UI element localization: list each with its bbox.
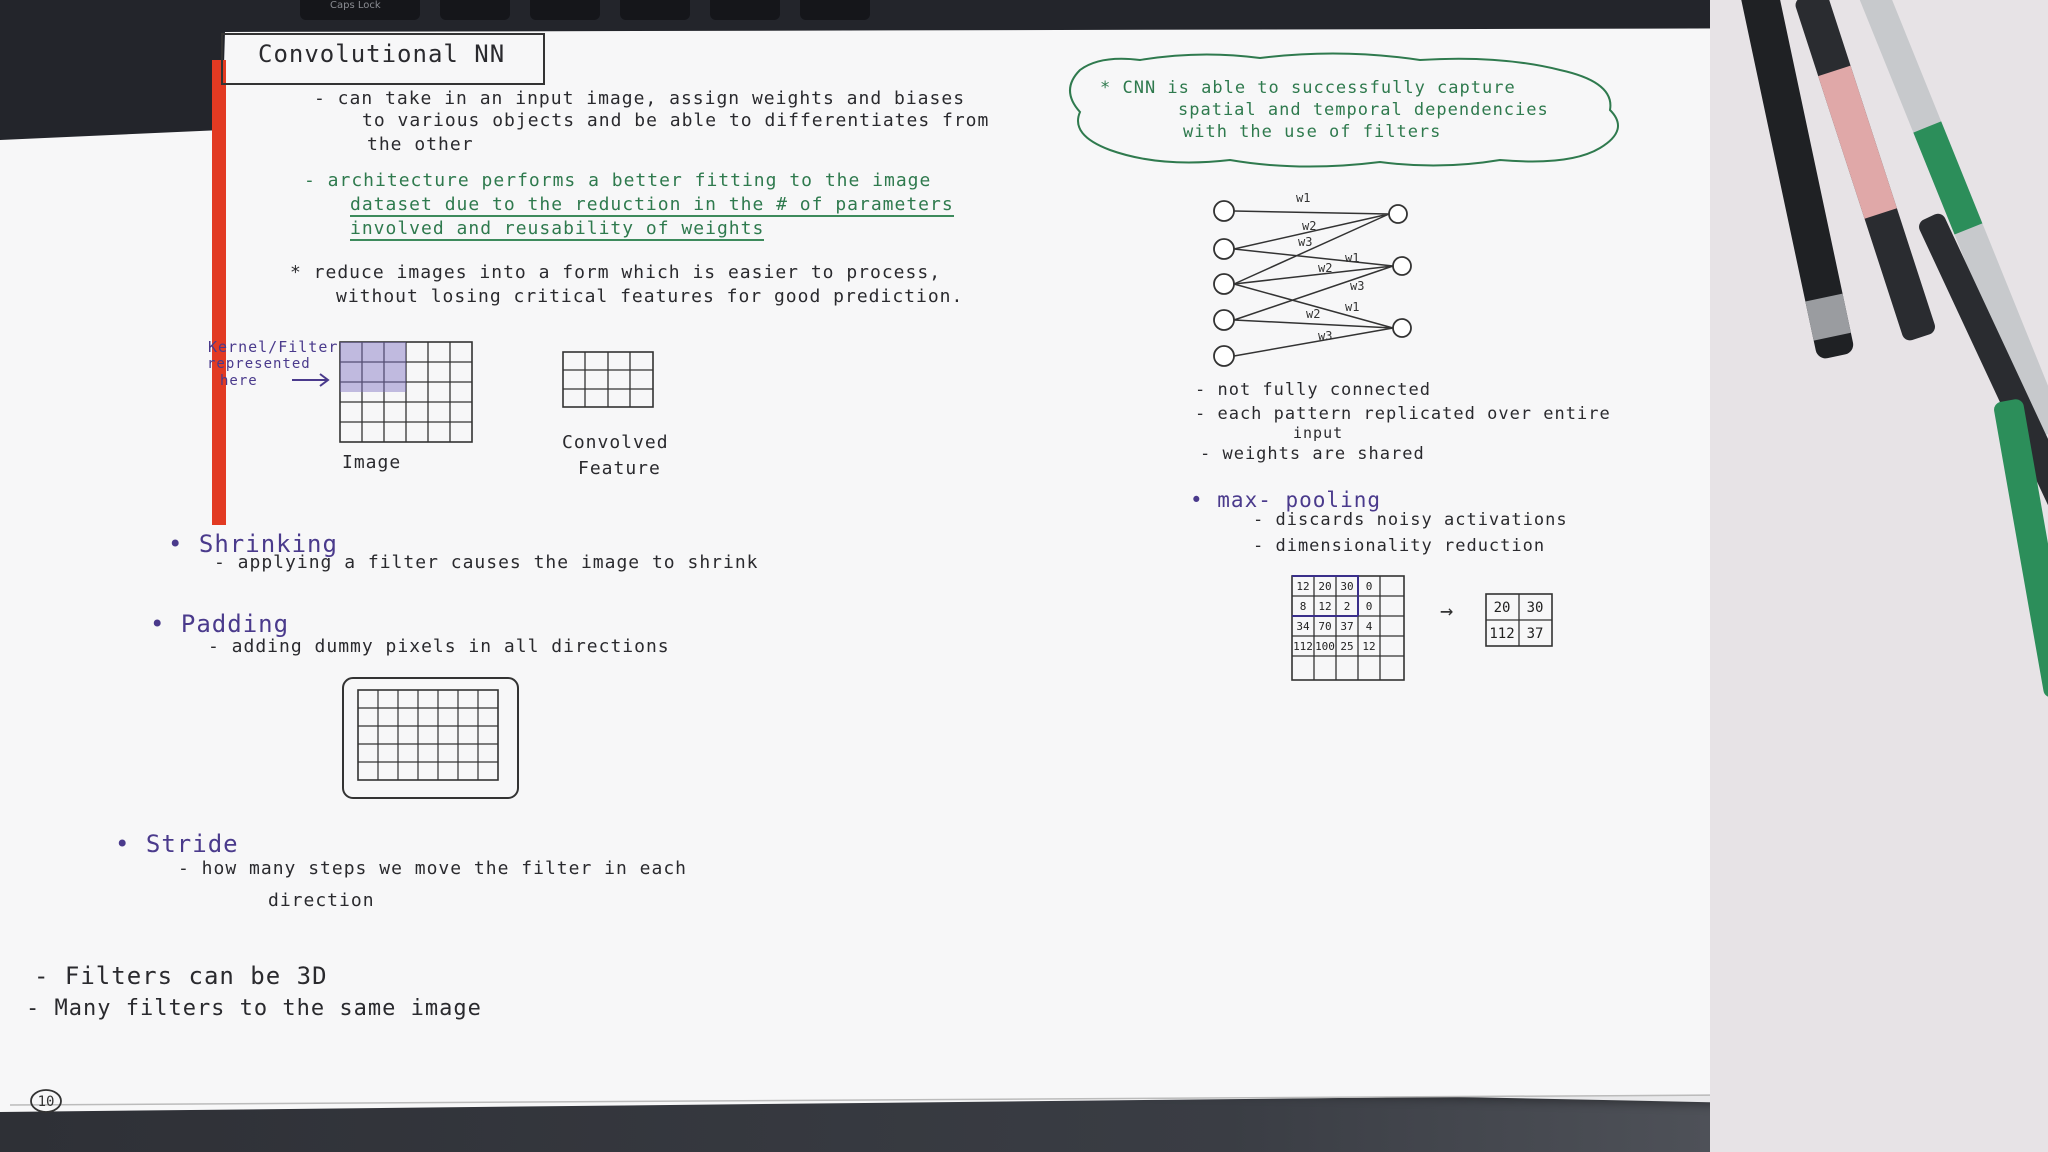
keyboard-key — [800, 0, 870, 20]
kernel-label-line-2: represented — [207, 356, 311, 372]
input-node — [1213, 200, 1235, 222]
architecture-line-2: dataset due to the reduction in the # of… — [350, 194, 954, 217]
pool-input-cell: 4 — [1366, 620, 1373, 633]
weight-label: w1 — [1345, 300, 1359, 314]
architecture-line-3: involved and reusability of weights — [350, 218, 765, 241]
weight-label: w2 — [1306, 307, 1320, 321]
intro-line-3: the other — [367, 134, 474, 155]
network-note-1: - not fully connected — [1195, 380, 1431, 400]
red-tab — [212, 60, 226, 525]
title-box — [221, 33, 545, 85]
convolved-feature-grid — [562, 351, 654, 408]
network-note-2: - each pattern replicated over entire — [1195, 404, 1611, 424]
page-title: Convolutional NN — [258, 40, 506, 68]
keyboard-key — [440, 0, 510, 20]
pool-input-cell: 2 — [1344, 600, 1351, 613]
architecture-line-1: - architecture performs a better fitting… — [304, 170, 932, 191]
pool-input-cell: 37 — [1340, 620, 1353, 633]
pool-input-cell: 0 — [1366, 580, 1373, 593]
caps-lock-key-label: Caps Lock — [330, 0, 381, 11]
input-node — [1213, 238, 1235, 260]
pool-input-cell: 12 — [1296, 580, 1309, 593]
kernel-label-line-3: here — [220, 373, 258, 389]
keyboard-key — [530, 0, 600, 20]
filters-line-1: - Filters can be 3D — [34, 962, 328, 990]
image-grid — [339, 341, 473, 443]
output-node — [1392, 256, 1412, 276]
weight-label: w2 — [1318, 261, 1332, 275]
keyboard-key — [710, 0, 780, 20]
kernel-arrow-icon — [292, 373, 330, 387]
pool-input-cell: 30 — [1340, 580, 1353, 593]
image-label: Image — [342, 452, 402, 473]
cloud-line-2: spatial and temporal dependencies — [1178, 100, 1549, 120]
pool-input-cell: 34 — [1296, 620, 1310, 633]
reduce-line-1: * reduce images into a form which is eas… — [290, 262, 942, 283]
weight-label: w1 — [1296, 191, 1310, 205]
cloud-line-3: with the use of filters — [1183, 122, 1442, 142]
output-node — [1392, 318, 1412, 338]
max-pooling-output-grid: 20 30 112 37 — [1485, 593, 1553, 647]
pens — [1710, 0, 2048, 1152]
cloud-outline — [1069, 52, 1619, 168]
pool-output-cell: 20 — [1494, 600, 1511, 616]
pool-input-cell: 12 — [1362, 640, 1375, 653]
input-node — [1213, 309, 1235, 331]
pool-input-cell: 12 — [1318, 600, 1331, 613]
padding-title: • Padding — [150, 610, 290, 638]
input-node — [1213, 273, 1235, 295]
convolved-label-line-1: Convolved — [562, 432, 669, 453]
keyboard-key — [620, 0, 690, 20]
weight-label: w3 — [1318, 329, 1332, 343]
pool-input-cell: 25 — [1340, 640, 1353, 653]
paper-bottom-line — [9, 1093, 1901, 1106]
notes-paper: 10 w1 w2 w3 w1 w2 w3 w1 w2 w3 — [0, 28, 1912, 1113]
input-node — [1213, 345, 1235, 367]
stride-desc-line-1: - how many steps we move the filter in e… — [178, 858, 687, 879]
kernel-label-line-1: Kernel/Filter — [208, 338, 339, 356]
weight-label: w1 — [1345, 251, 1359, 265]
intro-line-1: - can take in an input image, assign wei… — [314, 88, 966, 109]
pool-input-cell: 0 — [1366, 600, 1373, 613]
pool-input-cell: 20 — [1318, 580, 1331, 593]
pooling-arrow-icon: → — [1440, 599, 1453, 624]
weight-label: w2 — [1302, 219, 1316, 233]
paper-sheet — [0, 28, 1912, 1112]
reduce-line-2: without losing critical features for goo… — [336, 286, 964, 307]
kernel-highlight — [340, 342, 406, 392]
network-note-3: input — [1293, 424, 1344, 442]
pool-input-cell: 8 — [1300, 600, 1307, 613]
weight-label: w3 — [1350, 279, 1364, 293]
max-pooling-item-2: - dimensionality reduction — [1253, 536, 1546, 556]
max-pooling-title: • max- pooling — [1190, 488, 1382, 512]
stride-title: • Stride — [115, 830, 239, 858]
output-node — [1388, 204, 1408, 224]
padding-diagram — [342, 677, 519, 799]
pool-output-cell: 30 — [1527, 600, 1544, 616]
weight-label: w3 — [1298, 235, 1312, 249]
stride-desc-line-2: direction — [268, 890, 375, 911]
pool-output-cell: 112 — [1489, 626, 1514, 642]
network-note-4: - weights are shared — [1200, 444, 1425, 464]
max-pooling-output-values: 20 30 112 37 — [1489, 600, 1543, 642]
pool-output-cell: 37 — [1527, 626, 1544, 642]
padding-desc: - adding dummy pixels in all directions — [208, 636, 670, 657]
pool-input-cell: 100 — [1315, 640, 1335, 653]
cloud-line-1: * CNN is able to successfully capture — [1100, 78, 1516, 98]
shrinking-title: • Shrinking — [168, 530, 338, 558]
convolved-label-line-2: Feature — [578, 458, 661, 479]
pool-input-cell: 112 — [1293, 640, 1313, 653]
page-number-circle — [30, 1089, 62, 1113]
filters-line-2: - Many filters to the same image — [26, 996, 482, 1021]
page-number: 10 — [38, 1094, 55, 1110]
shrinking-desc: - applying a filter causes the image to … — [214, 552, 759, 573]
intro-line-2: to various objects and be able to differ… — [362, 110, 990, 131]
pool-input-cell: 70 — [1318, 620, 1331, 633]
caps-lock-key: Caps Lock — [300, 0, 420, 20]
max-pooling-item-1: - discards noisy activations — [1253, 510, 1568, 530]
network-diagram: w1 w2 w3 w1 w2 w3 w1 w2 w3 — [1213, 191, 1412, 367]
